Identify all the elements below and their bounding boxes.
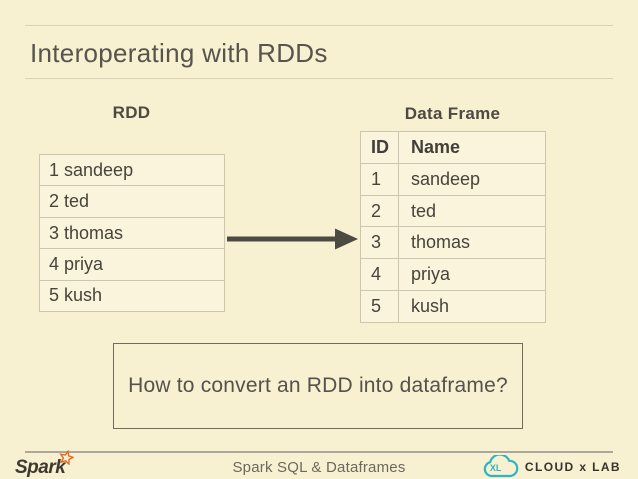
footer-rule [25, 451, 613, 453]
table-row: 5 kush [40, 279, 224, 311]
table-row: 2 ted [361, 194, 545, 227]
spark-star-icon [59, 449, 76, 471]
table-row: 5 kush [361, 290, 545, 322]
table-header-row: ID Name [361, 132, 545, 163]
cell-name: thomas [411, 232, 471, 253]
column-header-name: Name [411, 136, 461, 157]
table-row: 1 sandeep [49, 159, 134, 180]
table-row: 1 sandeep [361, 162, 545, 195]
rdd-table-label: RDD [112, 103, 151, 122]
footer-title: Spark SQL & Dataframes [232, 459, 406, 476]
spark-logo: Spark [15, 449, 76, 479]
table-row: 4 priya [361, 258, 545, 291]
cell-name: priya [411, 264, 451, 285]
column-header-id: ID [361, 132, 399, 163]
cloudxlab-cloud-letters: XL [489, 463, 502, 473]
arrow-right-icon [227, 227, 359, 256]
dataframe-table: ID Name 1 sandeep 2 ted 3 thomas 4 priya… [360, 131, 546, 323]
page-title: Interoperating with RDDs [30, 38, 328, 68]
table-row: 2 ted [40, 185, 224, 216]
table-row: 3 thomas [361, 226, 545, 259]
cell-name: kush [411, 296, 450, 317]
rdd-table: 1 sandeep 2 ted 3 thomas 4 priya 5 kush [39, 154, 225, 312]
spark-logo-text: Spark [15, 457, 66, 478]
cloudxlab-cloud-icon: XL [481, 453, 519, 479]
cell-id: 4 [361, 259, 399, 291]
cloudxlab-logo-text: CLOUD x LAB [524, 460, 621, 474]
table-row: 3 thomas [40, 216, 224, 248]
cell-id: 3 [361, 227, 399, 259]
cell-id: 2 [361, 195, 399, 227]
dataframe-table-label: Data Frame [404, 104, 501, 123]
table-row: 4 priya [40, 248, 224, 279]
question-text: How to convert an RDD into dataframe? [128, 374, 508, 397]
question-box: How to convert an RDD into dataframe? [113, 343, 523, 429]
cell-id: 5 [361, 291, 399, 322]
top-rule [25, 25, 613, 26]
cell-name: sandeep [411, 168, 481, 189]
cell-name: ted [411, 200, 437, 221]
title-underline-rule [25, 78, 613, 79]
cell-id: 1 [361, 163, 399, 195]
cloudxlab-logo: XL CLOUD x LAB [481, 453, 621, 479]
